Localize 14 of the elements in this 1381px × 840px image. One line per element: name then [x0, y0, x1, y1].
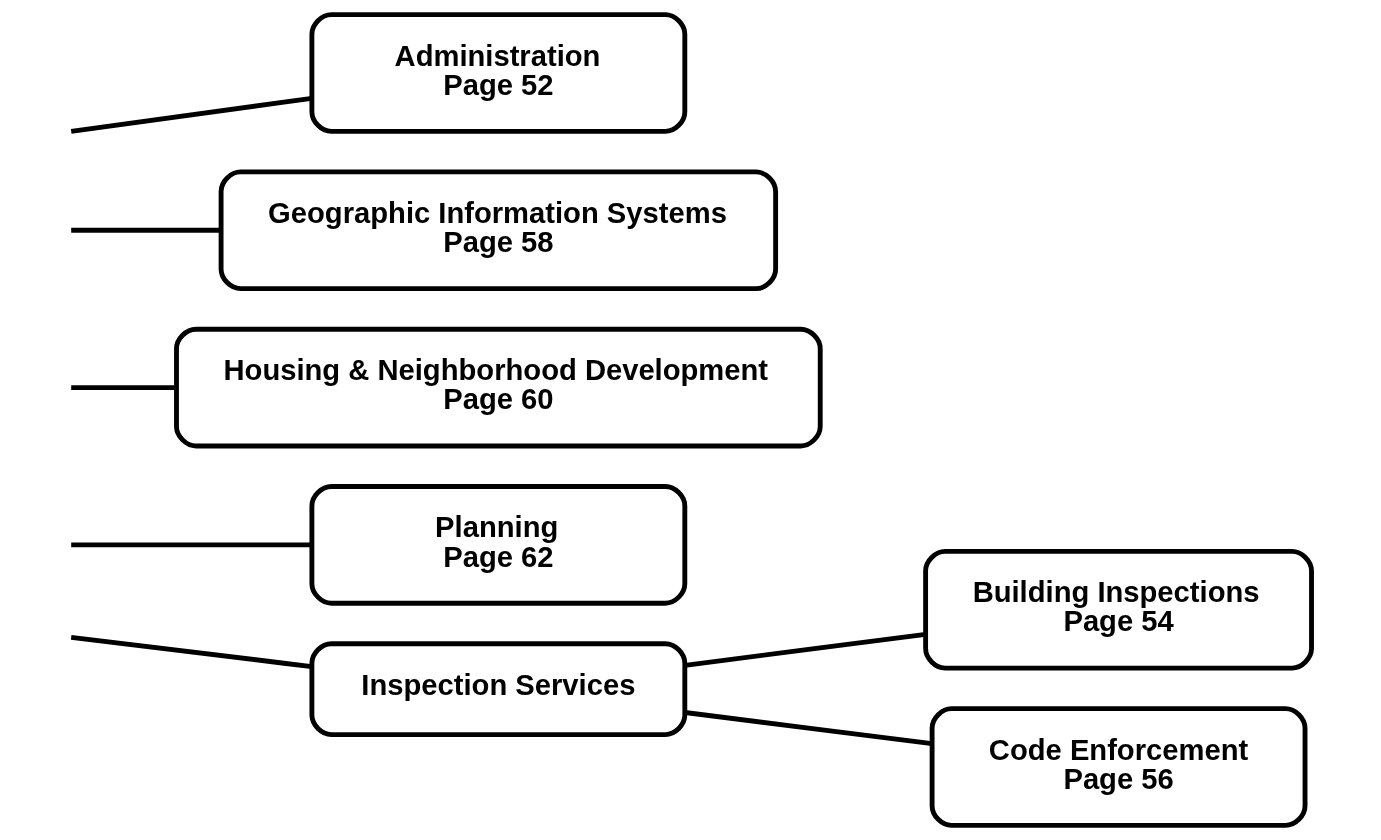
node-box: Planning Page 62 [309, 484, 688, 606]
node-box: Code Enforcement Page 56 [929, 706, 1308, 828]
connector [70, 634, 312, 670]
connector [684, 710, 933, 747]
connector [71, 227, 222, 233]
connector [70, 96, 313, 134]
node-box: Building Inspections Page 54 [923, 548, 1314, 671]
connector [71, 385, 176, 390]
connector [684, 631, 926, 668]
connector [71, 542, 312, 548]
node-box: Administration Page 52 [309, 12, 688, 134]
node-box: Geographic Information Systems Page 58 [218, 169, 779, 292]
node-box: Inspection Services [309, 641, 688, 737]
node-box: Housing & Neighborhood Development Page 60 [174, 326, 823, 449]
